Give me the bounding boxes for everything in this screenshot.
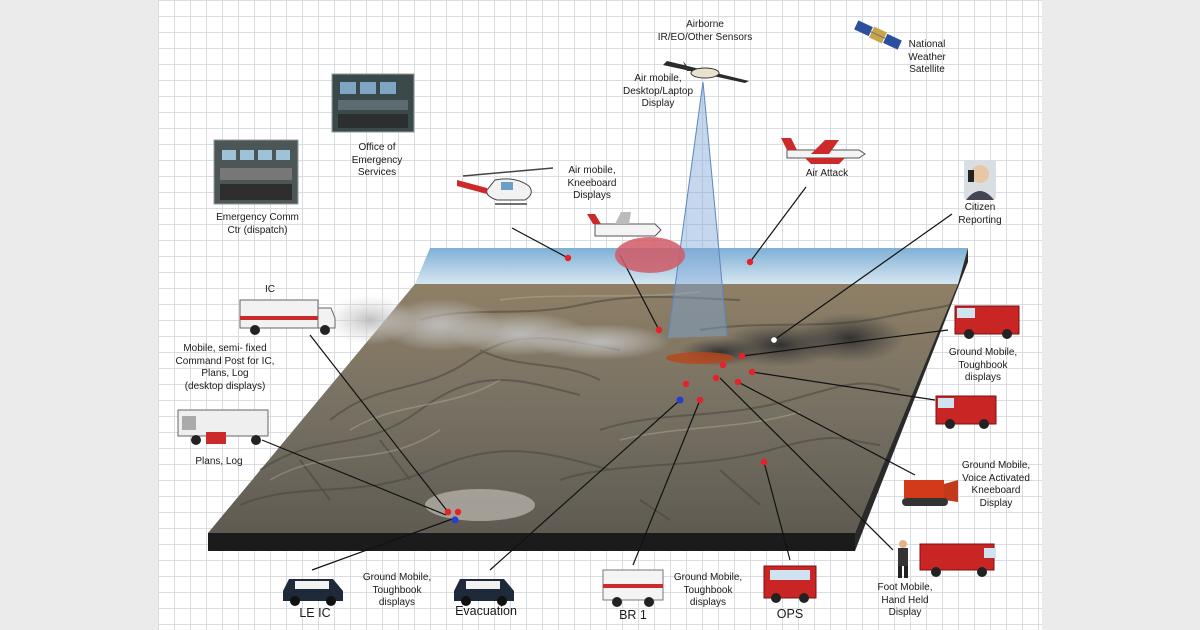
fire-engine-icon <box>935 395 997 429</box>
ops-label: OPS <box>776 607 804 621</box>
bulldozer-icon <box>902 480 958 506</box>
ops-room-icon <box>331 73 415 133</box>
marker <box>696 396 704 404</box>
marker <box>734 378 742 386</box>
connector-lines <box>261 186 953 571</box>
fire-engine-icon <box>954 305 1020 339</box>
slab-front-side <box>208 533 855 551</box>
air-attack-plane-icon <box>781 138 866 164</box>
command-post-truck-icon <box>239 299 336 335</box>
rescue-truck-icon <box>919 543 996 577</box>
police-car-icon <box>454 579 514 606</box>
air-attack-label: Air Attack <box>805 168 849 179</box>
marker <box>712 374 720 382</box>
marker <box>760 458 768 466</box>
plans-log-label: Plans, Log <box>195 456 243 467</box>
marker <box>564 254 572 262</box>
marker <box>719 361 727 369</box>
police-car-icon <box>283 579 343 606</box>
urban-area <box>425 489 535 521</box>
air-tanker-icon <box>587 212 685 273</box>
terrain-highlights <box>269 291 801 481</box>
dispatch-room-icon <box>213 139 299 205</box>
marker <box>738 352 746 360</box>
marker <box>451 516 459 524</box>
mobile-command-post-label: Mobile, semi- fixed Command Post for IC,… <box>175 343 275 392</box>
fire-front <box>666 352 734 364</box>
airplane-icon <box>663 61 749 83</box>
terrain-slab <box>208 248 968 551</box>
air-mobile-kneeboard-label: Air mobile, Kneeboard Displays <box>567 165 617 201</box>
citizen-reporting-label: Citizen Reporting <box>958 202 1002 226</box>
airborne-sensors-label: Airborne IR/EO/Other Sensors <box>657 19 753 43</box>
map-markers <box>444 254 778 524</box>
evacuation-label: Evacuation <box>455 604 517 618</box>
marker <box>746 258 754 266</box>
marker <box>682 380 690 388</box>
marker <box>770 336 778 344</box>
marker <box>655 326 663 334</box>
le-ic-label: LE IC <box>299 606 331 620</box>
helicopter-icon <box>457 167 554 205</box>
air-mobile-desktop-label: Air mobile, Desktop/Laptop Display <box>622 73 694 109</box>
marker <box>748 368 756 376</box>
ground-mobile-voice-label: Ground Mobile, Voice Activated Kneeboard… <box>961 460 1031 509</box>
fire-engine-icon <box>763 565 817 603</box>
emergency-comm-label: Emergency Comm Ctr (dispatch) <box>216 212 299 236</box>
foot-mobile-label: Foot Mobile, Hand Held Display <box>877 582 933 618</box>
ground-mobile-toughbook-left-label: Ground Mobile, Toughbook displays <box>362 572 432 608</box>
ic-label: IC <box>265 284 275 295</box>
firefighter-icon <box>898 540 908 578</box>
marker <box>444 508 452 516</box>
plans-trailer-icon <box>177 409 269 445</box>
sensor-beam <box>668 82 727 338</box>
smoke-plume-gray <box>325 295 670 360</box>
ground-mobile-toughbook-right-label: Ground Mobile, Toughbook displays <box>948 347 1018 383</box>
ambulance-icon <box>602 569 664 607</box>
national-weather-satellite-label: National Weather Satellite <box>908 39 946 75</box>
citizen-phone-icon <box>964 160 996 200</box>
sky-backdrop <box>415 248 968 284</box>
office-emergency-services-label: Office of Emergency Services <box>351 142 403 178</box>
br1-label: BR 1 <box>619 608 647 622</box>
ground-mobile-toughbook-mid-label: Ground Mobile, Toughbook displays <box>673 572 743 608</box>
marker <box>676 396 684 404</box>
satellite-icon <box>854 20 902 50</box>
marker <box>454 508 462 516</box>
